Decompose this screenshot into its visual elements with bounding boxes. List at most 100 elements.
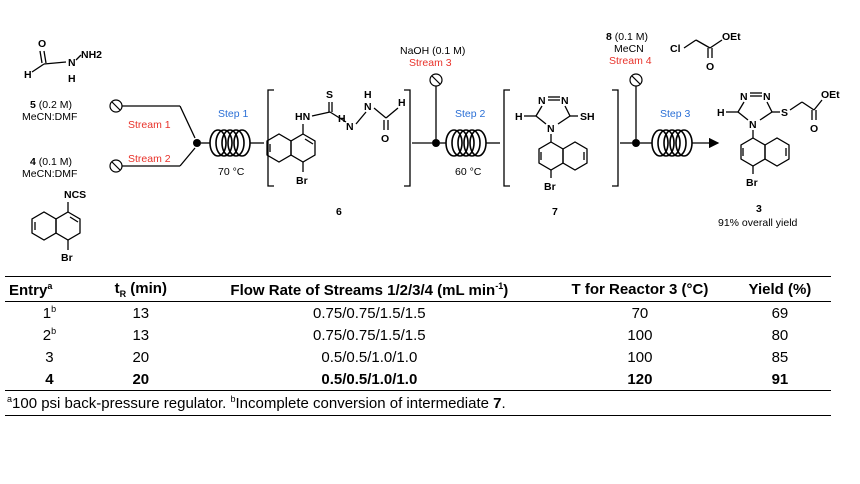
naoh-label: NaOH (0.1 M) xyxy=(400,45,465,57)
flow-rate-cell: 0.5/0.5/1.0/1.0 xyxy=(321,348,418,366)
svg-text:O: O xyxy=(381,133,389,145)
entry-cell: 3 xyxy=(45,349,54,366)
svg-text:NCS: NCS xyxy=(64,189,86,201)
formylhydrazide-structure: O H N H NH2 xyxy=(24,38,102,85)
temperature-cell: 100 xyxy=(627,326,653,344)
intermediate-7-structure: N N N H SH Br xyxy=(515,95,595,193)
svg-text:SH: SH xyxy=(580,111,595,123)
yield-cell: 80 xyxy=(771,326,789,344)
svg-text:N: N xyxy=(749,119,757,131)
svg-text:S: S xyxy=(326,89,333,101)
flow-rate-cell: 0.5/0.5/1.0/1.0 xyxy=(187,368,552,391)
reagent-8-label: 8 (0.1 M) xyxy=(606,31,648,43)
svg-text:Br: Br xyxy=(296,175,308,187)
svg-text:N: N xyxy=(364,101,372,113)
svg-text:Br: Br xyxy=(746,177,758,189)
svg-text:OEt: OEt xyxy=(821,89,840,101)
t-mixer-3-icon xyxy=(632,139,640,147)
reagent-8-solvent: MeCN xyxy=(614,43,644,55)
table-row: 3 20 0.5/0.5/1.0/1.0 100 85 xyxy=(5,346,831,368)
svg-text:O: O xyxy=(38,38,46,50)
residence-time-cell: 20 xyxy=(132,348,150,366)
svg-text:H: H xyxy=(515,111,523,123)
stream-2-label: Stream 2 xyxy=(128,153,171,165)
intermediate-6-number: 6 xyxy=(336,206,342,218)
entry-cell: 1b xyxy=(42,304,57,322)
reagent-5-label: 5 (0.2 M) xyxy=(30,99,72,111)
entry-cell: 4 xyxy=(5,368,94,391)
svg-text:N: N xyxy=(538,95,546,107)
svg-text:H: H xyxy=(338,113,346,125)
svg-text:N: N xyxy=(740,91,748,103)
flow-rate-cell: 0.75/0.75/1.5/1.5 xyxy=(313,304,426,322)
table-row: 1b 13 0.75/0.75/1.5/1.5 70 69 xyxy=(5,302,831,325)
reactor-coil-3-icon xyxy=(651,129,693,157)
reagent-4-label: 4 (0.1 M) xyxy=(30,156,72,168)
product-3-number: 3 xyxy=(756,203,762,215)
chloroacetate-structure: Cl OEt O xyxy=(670,31,741,73)
entry-cell: 2b xyxy=(42,326,57,344)
residence-time-cell: 13 xyxy=(132,304,150,322)
stream-3-label: Stream 3 xyxy=(409,57,452,69)
t-mixer-1-icon xyxy=(193,139,201,147)
temperature-cell: 120 xyxy=(551,368,729,391)
svg-text:N: N xyxy=(561,95,569,107)
flow-rate-cell: 0.75/0.75/1.5/1.5 xyxy=(313,326,426,344)
step-1-label: Step 1 xyxy=(218,108,249,120)
svg-text:N: N xyxy=(763,91,771,103)
svg-text:S: S xyxy=(781,107,788,119)
yield-cell: 91 xyxy=(728,368,831,391)
bromonaphthyl-isothiocyanate-structure: NCS Br xyxy=(31,189,86,264)
temperature-cell: 70 xyxy=(631,304,649,322)
results-table: Entrya tR (min) Flow Rate of Streams 1/2… xyxy=(5,276,831,391)
svg-text:H: H xyxy=(717,107,725,119)
step-3-label: Step 3 xyxy=(660,108,691,120)
temperature-cell: 100 xyxy=(627,348,653,366)
step-2-label: Step 2 xyxy=(455,108,486,120)
yield-cell: 85 xyxy=(771,348,789,366)
stream-1-label: Stream 1 xyxy=(128,119,171,131)
svg-text:Br: Br xyxy=(61,252,73,264)
residence-time-cell: 13 xyxy=(132,326,150,344)
svg-text:H: H xyxy=(398,97,406,109)
syringe-pump-1-icon xyxy=(109,99,123,113)
svg-text:Br: Br xyxy=(544,181,556,193)
table-footnote: a100 psi back-pressure regulator. bIncom… xyxy=(5,391,831,416)
table-header-row: Entrya tR (min) Flow Rate of Streams 1/2… xyxy=(5,276,831,302)
header-temperature: T for Reactor 3 (°C) xyxy=(551,276,729,302)
svg-text:N: N xyxy=(68,57,76,69)
svg-text:H: H xyxy=(24,69,32,81)
svg-text:HN: HN xyxy=(295,111,310,123)
header-flow-rate: Flow Rate of Streams 1/2/3/4 (mL min-1) xyxy=(187,276,552,302)
overall-yield-label: 91% overall yield xyxy=(718,217,798,229)
table-row: 4 20 0.5/0.5/1.0/1.0 120 91 xyxy=(5,368,831,391)
syringe-pump-3-icon xyxy=(429,73,443,87)
svg-text:Cl: Cl xyxy=(670,43,681,55)
reaction-scheme: O H N H NH2 5 (0.2 M) MeCN:DMF Stream 1 … xyxy=(22,31,840,264)
residence-time-cell: 20 xyxy=(93,368,188,391)
svg-text:OEt: OEt xyxy=(722,31,741,43)
svg-text:N: N xyxy=(346,121,354,133)
svg-text:NH2: NH2 xyxy=(81,49,102,61)
stream-4-label: Stream 4 xyxy=(609,55,652,67)
svg-text:H: H xyxy=(364,89,372,101)
reagent-5-solvent: MeCN:DMF xyxy=(22,111,77,123)
t-mixer-2-icon xyxy=(432,139,440,147)
reactor-coil-1-icon xyxy=(209,129,251,157)
yield-cell: 69 xyxy=(771,304,789,322)
svg-text:O: O xyxy=(706,61,714,73)
step-2-temp: 60 °C xyxy=(455,166,482,178)
header-residence-time: tR (min) xyxy=(93,276,188,302)
svg-text:O: O xyxy=(810,123,818,135)
svg-text:H: H xyxy=(68,73,76,85)
intermediate-6-structure: S HN N H N H H O Br xyxy=(266,89,406,187)
header-yield: Yield (%) xyxy=(728,276,831,302)
step-1-temp: 70 °C xyxy=(218,166,245,178)
intermediate-7-number: 7 xyxy=(552,206,558,218)
reactor-coil-2-icon xyxy=(445,129,487,157)
header-entry: Entrya xyxy=(5,276,94,302)
reagent-4-solvent: MeCN:DMF xyxy=(22,168,77,180)
product-3-structure: N N N H S OEt O Br xyxy=(717,89,840,189)
table-row: 2b 13 0.75/0.75/1.5/1.5 100 80 xyxy=(5,324,831,346)
syringe-pump-2-icon xyxy=(109,159,123,173)
